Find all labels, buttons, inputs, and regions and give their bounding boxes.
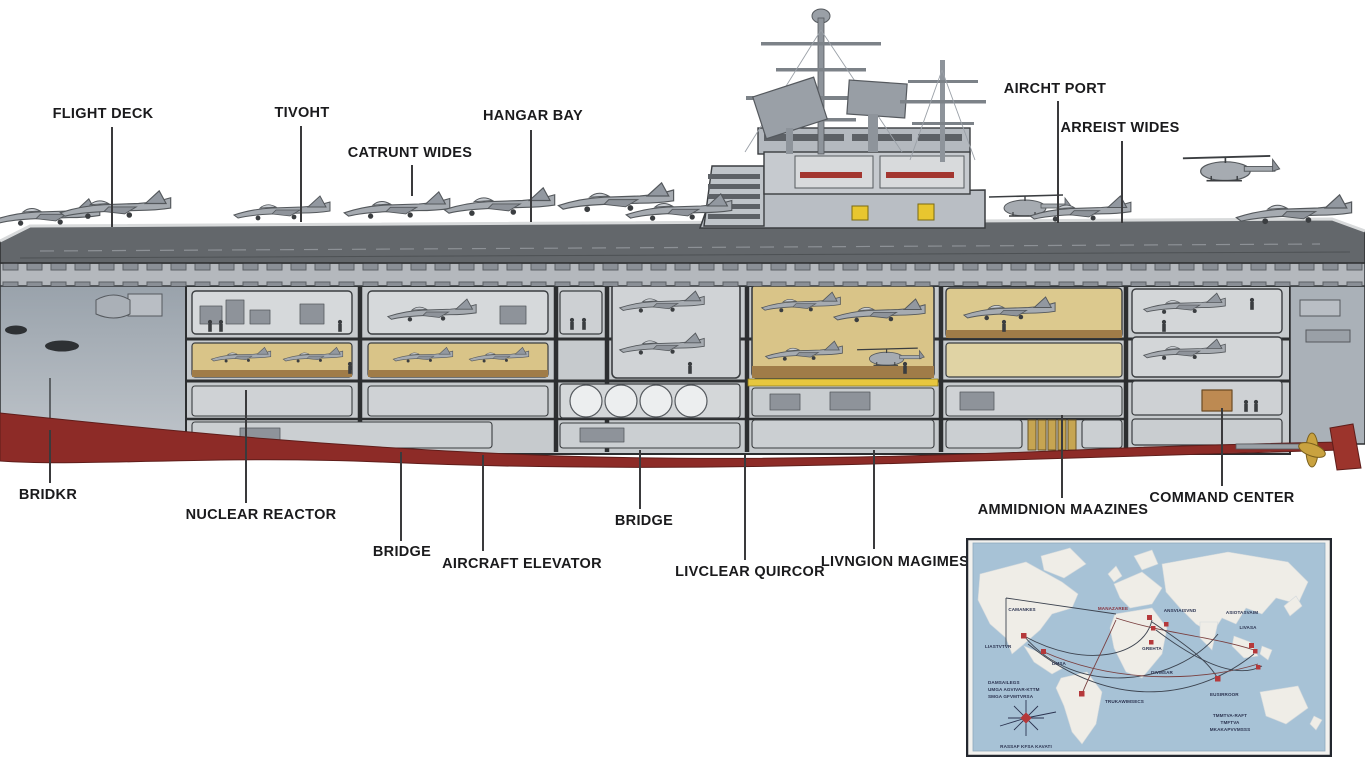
label-catrunt-wides: CATRUNT WIDES [347, 145, 473, 161]
flight-deck-surface [0, 217, 1365, 264]
label-tivoht: TIVOHT [274, 105, 330, 121]
label-bridkr: BRIDKR [18, 487, 78, 503]
svg-text:EUSIRROOR: EUSIRROOR [1210, 692, 1239, 697]
map-port-markers [1021, 615, 1261, 697]
leader-command-center [1221, 408, 1223, 486]
svg-text:TMFTVA: TMFTVA [1221, 720, 1240, 725]
svg-text:UMGA AGVIVAR-KTTM: UMGA AGVIVAR-KTTM [988, 687, 1040, 692]
rudder [1329, 423, 1362, 471]
svg-text:ANSVIAISVND: ANSVIAISVND [1164, 608, 1197, 613]
leader-aircraft-elevator [482, 455, 484, 551]
label-hangar-bay: HANGAR BAY [483, 108, 583, 124]
svg-text:LIASTVTVR: LIASTVTVR [985, 644, 1012, 649]
label-bridge-forward: BRIDGE [372, 544, 432, 560]
svg-text:LIVASA: LIVASA [1239, 625, 1257, 630]
label-livngion-magimes: LIVNGION MAGIMES [820, 554, 970, 570]
label-command-center: COMMAND CENTER [1149, 490, 1295, 506]
deployment-map-inset: CAMANKES MANAZAREE ANSVIAISVND ASIOTASVA… [966, 538, 1332, 757]
leader-nuclear-reactor [245, 390, 247, 503]
leader-catrunt-wides [411, 165, 413, 196]
map-routes [1005, 597, 1263, 695]
map-continents [977, 547, 1323, 745]
svg-text:MKAKAPVVMSSS: MKAKAPVVMSSS [1210, 727, 1251, 732]
label-arreist-wides: ARREIST WIDES [1060, 120, 1180, 136]
svg-text:TRUKAWIMSECS: TRUKAWIMSECS [1105, 699, 1144, 704]
map-compass-icon [999, 700, 1057, 736]
svg-text:MANAZAREE: MANAZAREE [1098, 606, 1128, 611]
propeller [1298, 432, 1326, 468]
leader-ammidnion-maazines [1061, 415, 1063, 498]
svg-text:TMMTVA-RAFT: TMMTVA-RAFT [1213, 713, 1247, 718]
island-superstructure [698, 8, 986, 229]
leader-hangar-bay [530, 130, 532, 222]
leader-livclear-quircor [744, 455, 746, 560]
magazine-cylinders [1027, 419, 1077, 451]
label-flight-deck: FLIGHT DECK [52, 106, 154, 122]
svg-text:DIVMSAR: DIVMSAR [1151, 670, 1173, 675]
leader-tivoht [300, 126, 302, 222]
leader-aircht-port [1057, 101, 1059, 223]
svg-text:GREHTA: GREHTA [1142, 646, 1162, 651]
leader-arreist-wides [1121, 141, 1123, 223]
gallery-deck [0, 262, 1365, 287]
label-ammidnion-maazines: AMMIDNION MAAZINES [977, 502, 1149, 518]
svg-text:DAMSAILEGS: DAMSAILEGS [988, 680, 1020, 685]
bow-hull [0, 283, 187, 437]
svg-text:ASIOTASVAIM: ASIOTASVAIM [1226, 610, 1258, 615]
svg-text:RASSAF KFSA KAVATI: RASSAF KFSA KAVATI [1000, 744, 1052, 749]
leader-bridge-forward [400, 452, 402, 541]
label-bridge-mid: BRIDGE [614, 513, 674, 529]
leader-livngion-magimes [873, 450, 875, 549]
label-nuclear-reactor: NUCLEAR REACTOR [185, 507, 337, 523]
svg-text:SMGA GFVMTVRSA: SMGA GFVMTVRSA [988, 694, 1034, 699]
label-livclear-quircor: LIVCLEAR QUIRCOR [675, 564, 825, 580]
label-aircraft-elevator: AIRCRAFT ELEVATOR [442, 556, 602, 572]
label-aircht-port: AIRCHT PORT [1003, 81, 1107, 97]
leader-flight-deck [111, 127, 113, 227]
svg-text:CAMANKES: CAMANKES [1008, 607, 1035, 612]
leader-bridge-mid [639, 450, 641, 509]
leader-bridkr [49, 430, 51, 483]
svg-text:DMSA: DMSA [1052, 661, 1067, 666]
deck-aircraft [0, 154, 1353, 227]
map-labels: CAMANKES MANAZAREE ANSVIAISVND ASIOTASVA… [985, 606, 1258, 749]
red-lower-hull [0, 412, 1362, 471]
